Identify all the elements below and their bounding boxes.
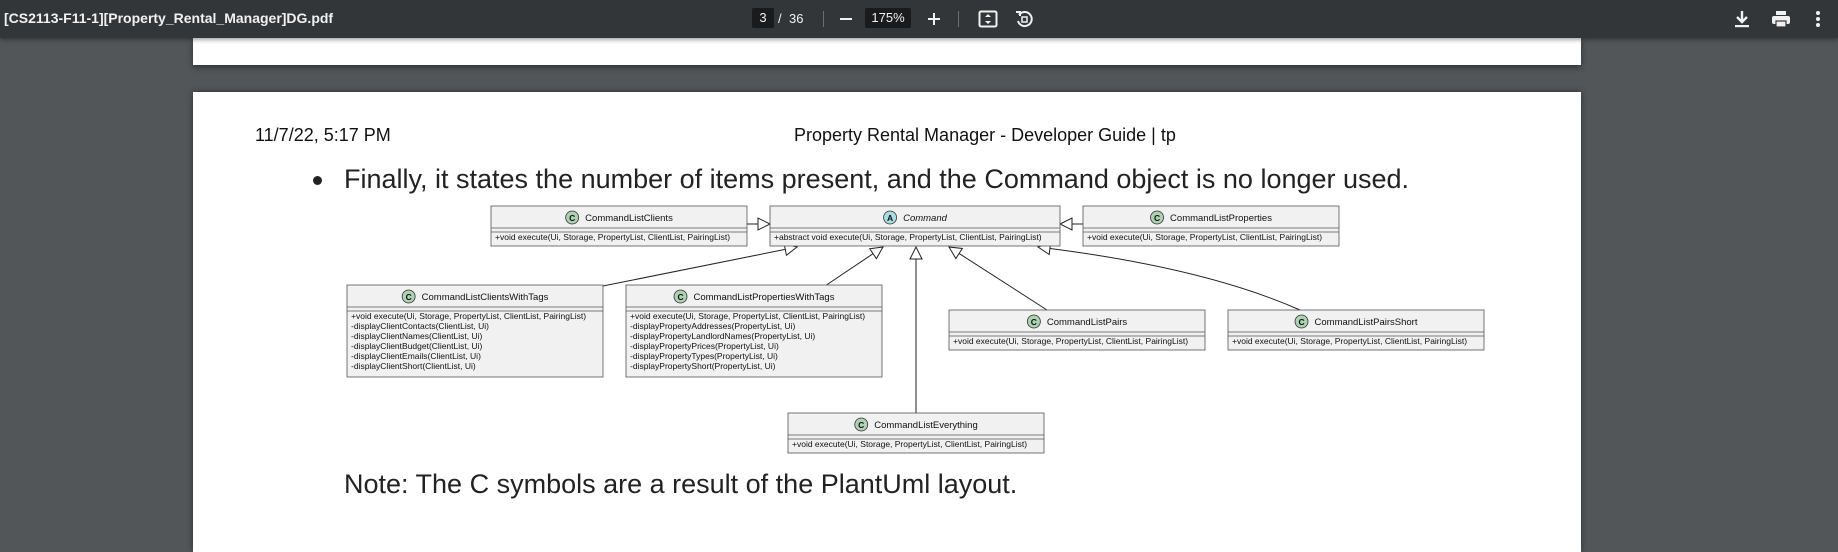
class-member: -displayPropertyShort(PropertyList, Ui) bbox=[630, 361, 776, 371]
document-title: [CS2113-F11-1][Property_Rental_Manager]D… bbox=[4, 10, 334, 26]
class-icon bbox=[565, 210, 580, 225]
toolbar-divider bbox=[823, 11, 824, 27]
class-member: +void execute(Ui, Storage, PropertyList,… bbox=[953, 336, 1188, 346]
uml-class-command-list-properties-with-tags: CommandListPropertiesWithTags C +void exec… bbox=[625, 284, 883, 378]
inheritance-arrowhead bbox=[757, 217, 772, 231]
page-separator: / bbox=[778, 11, 782, 26]
stereotype-letter: A bbox=[887, 213, 893, 223]
class-member: +void execute(Ui, Storage, PropertyList,… bbox=[630, 311, 865, 321]
uml-class-command: Command A +abstract void execute(Ui, Stora… bbox=[769, 205, 1061, 247]
stereotype-letter: C bbox=[569, 213, 575, 223]
class-icon bbox=[401, 289, 416, 304]
inheritance-arrowhead bbox=[868, 246, 884, 260]
class-box bbox=[787, 412, 1045, 454]
rotate-button[interactable] bbox=[1010, 5, 1038, 33]
class-member: -displayPropertyAddresses(PropertyList, … bbox=[630, 321, 796, 331]
page-header-date: 11/7/22, 5:17 PM bbox=[255, 125, 391, 145]
abstract-class-icon bbox=[883, 210, 897, 225]
class-member: -displayClientBudget(ClientList, Ui) bbox=[351, 341, 483, 351]
inheritance-arrows bbox=[602, 217, 1301, 413]
bullet-point bbox=[313, 176, 322, 185]
class-member: +void execute(Ui, Storage, PropertyList,… bbox=[792, 439, 1027, 449]
stereotype-letter: C bbox=[1298, 317, 1304, 327]
class-name: CommandListPropertiesWithTags bbox=[694, 292, 835, 303]
class-box bbox=[769, 205, 1061, 247]
class-member: -displayClientNames(ClientList, Ui) bbox=[351, 331, 482, 341]
class-member: +void execute(Ui, Storage, PropertyList,… bbox=[495, 232, 730, 242]
stereotype-letter: C bbox=[677, 292, 683, 302]
fit-to-page-button[interactable] bbox=[974, 5, 1002, 33]
zoom-out-icon bbox=[840, 18, 852, 20]
print-button[interactable] bbox=[1767, 5, 1795, 33]
class-member: -displayClientEmails(ClientList, Ui) bbox=[351, 351, 481, 361]
class-name: CommandListPairsShort bbox=[1315, 317, 1418, 328]
class-box bbox=[490, 205, 748, 247]
class-member: -displayClientShort(ClientList, Ui) bbox=[351, 361, 476, 371]
class-member: -displayPropertyLandlordNames(PropertyLi… bbox=[630, 331, 815, 341]
inheritance-line bbox=[602, 246, 798, 287]
class-icon bbox=[673, 289, 688, 304]
toolbar-divider bbox=[958, 11, 959, 27]
stereotype-letter: C bbox=[406, 292, 412, 302]
class-icon bbox=[854, 417, 869, 432]
class-icon bbox=[1150, 210, 1164, 225]
class-name: CommandListProperties bbox=[1170, 213, 1272, 224]
zoom-level-input[interactable]: 175% bbox=[865, 8, 911, 28]
download-icon bbox=[1735, 11, 1749, 28]
page-header-title: Property Rental Manager - Developer Guid… bbox=[794, 125, 1176, 145]
download-button[interactable] bbox=[1728, 5, 1756, 33]
class-member: +abstract void execute(Ui, Storage, Prop… bbox=[774, 232, 1042, 242]
class-member: +void execute(Ui, Storage, PropertyList,… bbox=[1087, 232, 1322, 242]
class-icon bbox=[1294, 314, 1309, 329]
inheritance-arrowhead bbox=[1058, 217, 1073, 231]
class-member: +void execute(Ui, Storage, PropertyList,… bbox=[351, 311, 586, 321]
class-member: -displayPropertyPrices(PropertyList, Ui) bbox=[630, 341, 779, 351]
class-box bbox=[1082, 205, 1340, 247]
page-number-input[interactable]: 3 bbox=[752, 8, 774, 28]
inheritance-line bbox=[1037, 246, 1301, 311]
class-name: Command bbox=[903, 213, 948, 224]
uml-class-command-list-clients-with-tags: CommandListClientsWithTags C +void execute… bbox=[346, 284, 604, 378]
class-box bbox=[948, 309, 1206, 351]
stereotype-letter: C bbox=[858, 420, 864, 430]
class-box bbox=[625, 284, 883, 378]
class-member: -displayPropertyTypes(PropertyList, Ui) bbox=[630, 351, 778, 361]
inheritance-line bbox=[948, 246, 1048, 311]
class-box bbox=[346, 284, 604, 378]
zoom-in-icon bbox=[928, 13, 940, 25]
class-name: CommandListClients bbox=[585, 213, 673, 224]
class-member: +void execute(Ui, Storage, PropertyList,… bbox=[1232, 336, 1467, 346]
uml-class-command-list-properties: CommandListProperties C +void execute(Ui, … bbox=[1082, 205, 1340, 247]
uml-class-command-list-clients: CommandListClients C +void execute(Ui, Sto… bbox=[490, 205, 748, 247]
pdf-toolbar: [CS2113-F11-1][Property_Rental_Manager]D… bbox=[0, 0, 1838, 38]
pdf-page: 11/7/22, 5:17 PM Property Rental Manager… bbox=[193, 92, 1581, 552]
rotate-icon bbox=[1016, 11, 1033, 28]
class-name: CommandListPairs bbox=[1047, 317, 1127, 328]
total-pages: 36 bbox=[789, 11, 804, 26]
class-box bbox=[1227, 309, 1485, 351]
bullet-text: Finally, it states the number of items p… bbox=[344, 164, 1410, 194]
note-text: Note: The C symbols are a result of the … bbox=[344, 469, 1018, 499]
uml-class-command-list-pairs-short: CommandListPairsShort C +void execute(Ui, … bbox=[1227, 309, 1485, 351]
class-member: -displayClientContacts(ClientList, Ui) bbox=[351, 321, 489, 331]
stereotype-letter: C bbox=[1154, 213, 1160, 223]
more-vert-icon bbox=[1816, 11, 1820, 27]
zoom-out-button[interactable] bbox=[832, 5, 860, 33]
class-name: CommandListEverything bbox=[874, 420, 978, 431]
class-name: CommandListClientsWithTags bbox=[422, 292, 549, 303]
uml-class-command-list-pairs: CommandListPairs C +void execute(Ui, Stora… bbox=[948, 309, 1206, 351]
fit-to-page-icon bbox=[978, 10, 998, 28]
zoom-in-button[interactable] bbox=[920, 5, 948, 33]
more-options-button[interactable] bbox=[1804, 5, 1832, 33]
class-icon bbox=[1026, 314, 1041, 329]
inheritance-arrowhead bbox=[948, 246, 964, 260]
previous-page-bottom bbox=[193, 38, 1581, 65]
print-icon bbox=[1772, 11, 1790, 28]
stereotype-letter: C bbox=[1031, 317, 1037, 327]
uml-class-command-list-everything: CommandListEverything C +void execute(Ui, … bbox=[787, 412, 1045, 454]
inheritance-arrowhead bbox=[909, 245, 923, 260]
